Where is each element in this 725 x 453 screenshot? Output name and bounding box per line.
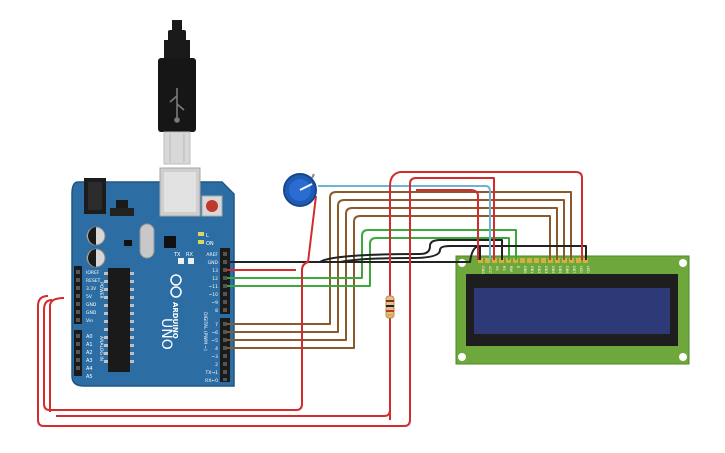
digital-pin-label: TX→1 [205,370,219,376]
digital-label: DIGITAL (PWM ~) [202,312,208,351]
model-label: UNO [158,318,174,350]
lcd-screen [474,288,670,334]
lcd-pin-label: E [516,266,520,268]
wire-brown[interactable] [227,215,551,349]
wire-brown[interactable] [227,191,572,325]
wire-green[interactable] [227,237,510,287]
lcd-pin-label: DB6 [565,266,569,273]
lcd-pin-label: DB4 [551,266,555,274]
lcd-pin-label: DB3 [544,266,548,273]
potentiometer[interactable] [283,173,317,207]
lcd-pin-label: RS [502,266,506,271]
brand-label: ARDUINO [171,302,179,339]
wire-blue[interactable] [318,185,491,260]
left-pin-label: 5V [86,294,93,300]
potentiometer-knob-indicator [299,183,313,191]
l-label: L [206,233,209,239]
wire-red[interactable] [416,189,479,260]
lcd-module[interactable]: GND VCC V0 RS RW E DB0 DB1 DB2 DB3 DB4 D… [455,255,690,365]
wire-red[interactable] [49,297,65,412]
left-pin-label: IOREF [86,270,100,276]
crystal [139,223,155,259]
lcd-pin-label: DB5 [558,266,562,273]
lcd-pin-label: DB2 [537,266,541,273]
analog-pin-label: A5 [86,374,93,380]
lcd-pin-label: LED [586,266,590,273]
reset-button[interactable] [206,200,218,212]
lcd-pin-label: LED [579,266,583,273]
wire-brown[interactable] [227,207,558,341]
usb-icon [169,88,185,123]
left-pin-label: 3.3V [86,286,97,292]
capacitor [86,226,106,246]
left-pin-label: Vin [86,318,93,324]
analog-pin-label: A0 [86,334,93,340]
lcd-pin-label: GND [481,266,485,274]
analog-pin-label: A2 [86,350,93,356]
lcd-pin-label: DB7 [572,266,576,273]
analog-pin-label: A4 [86,366,93,372]
digital-pin-label: AREF [206,252,218,258]
wire-green[interactable] [227,229,517,279]
digital-pin-label: ~5 [211,338,218,344]
wire-black[interactable] [319,239,503,263]
lcd-pin-label: RW [509,266,513,272]
arduino-board[interactable]: TX RX L ON ARDUINO UNO [71,167,235,387]
digital-pin-label: 7 [215,322,218,328]
microcontroller-chip [108,268,130,372]
wire-brown[interactable] [227,199,565,333]
digital-pin-label: ~11 [209,284,219,290]
lcd-pin-label: V0 [495,266,499,271]
rx-label: RX [186,252,193,258]
digital-pin-label: ~9 [211,300,218,306]
arduino-logo: ARDUINO [170,274,182,339]
analog-pin-label: A1 [86,342,93,348]
digital-pin-label: ~6 [211,330,218,336]
left-pin-label: RESET [86,278,101,284]
digital-pin-label: 2 [215,362,218,368]
digital-pin-label: 8 [215,308,218,314]
usb-cable[interactable] [158,20,196,165]
digital-pin-label: 13 [212,268,218,274]
wire-red[interactable] [37,177,495,427]
wire-red[interactable] [43,299,303,411]
analog-label: ANALOG IN [98,336,104,361]
tx-label: TX [173,252,181,258]
digital-pin-label: ~10 [209,292,219,298]
analog-pin-label: A3 [86,358,93,364]
left-pin-label: GND [86,310,97,316]
digital-pin-label: 4 [215,346,218,352]
wire-black[interactable] [339,245,481,263]
wire-red[interactable] [56,409,391,417]
digital-pin-label: ~3 [211,354,218,360]
lcd-pin-header [478,258,588,263]
lcd-pin-label: DB0 [523,266,527,273]
digital-pin-label: 12 [212,276,218,282]
capacitor [86,248,106,268]
wire-red[interactable] [389,171,583,420]
on-label: ON [206,241,214,247]
lcd-pin-label: VCC [488,266,492,274]
lcd-pin-label: DB1 [530,266,534,273]
wire-red[interactable] [301,195,317,302]
resistor[interactable] [385,295,395,319]
power-label: POWER [98,282,104,299]
digital-pin-label: RX←0 [205,378,218,384]
left-pin-label: GND [86,302,97,308]
digital-pin-label: GND [208,260,219,266]
